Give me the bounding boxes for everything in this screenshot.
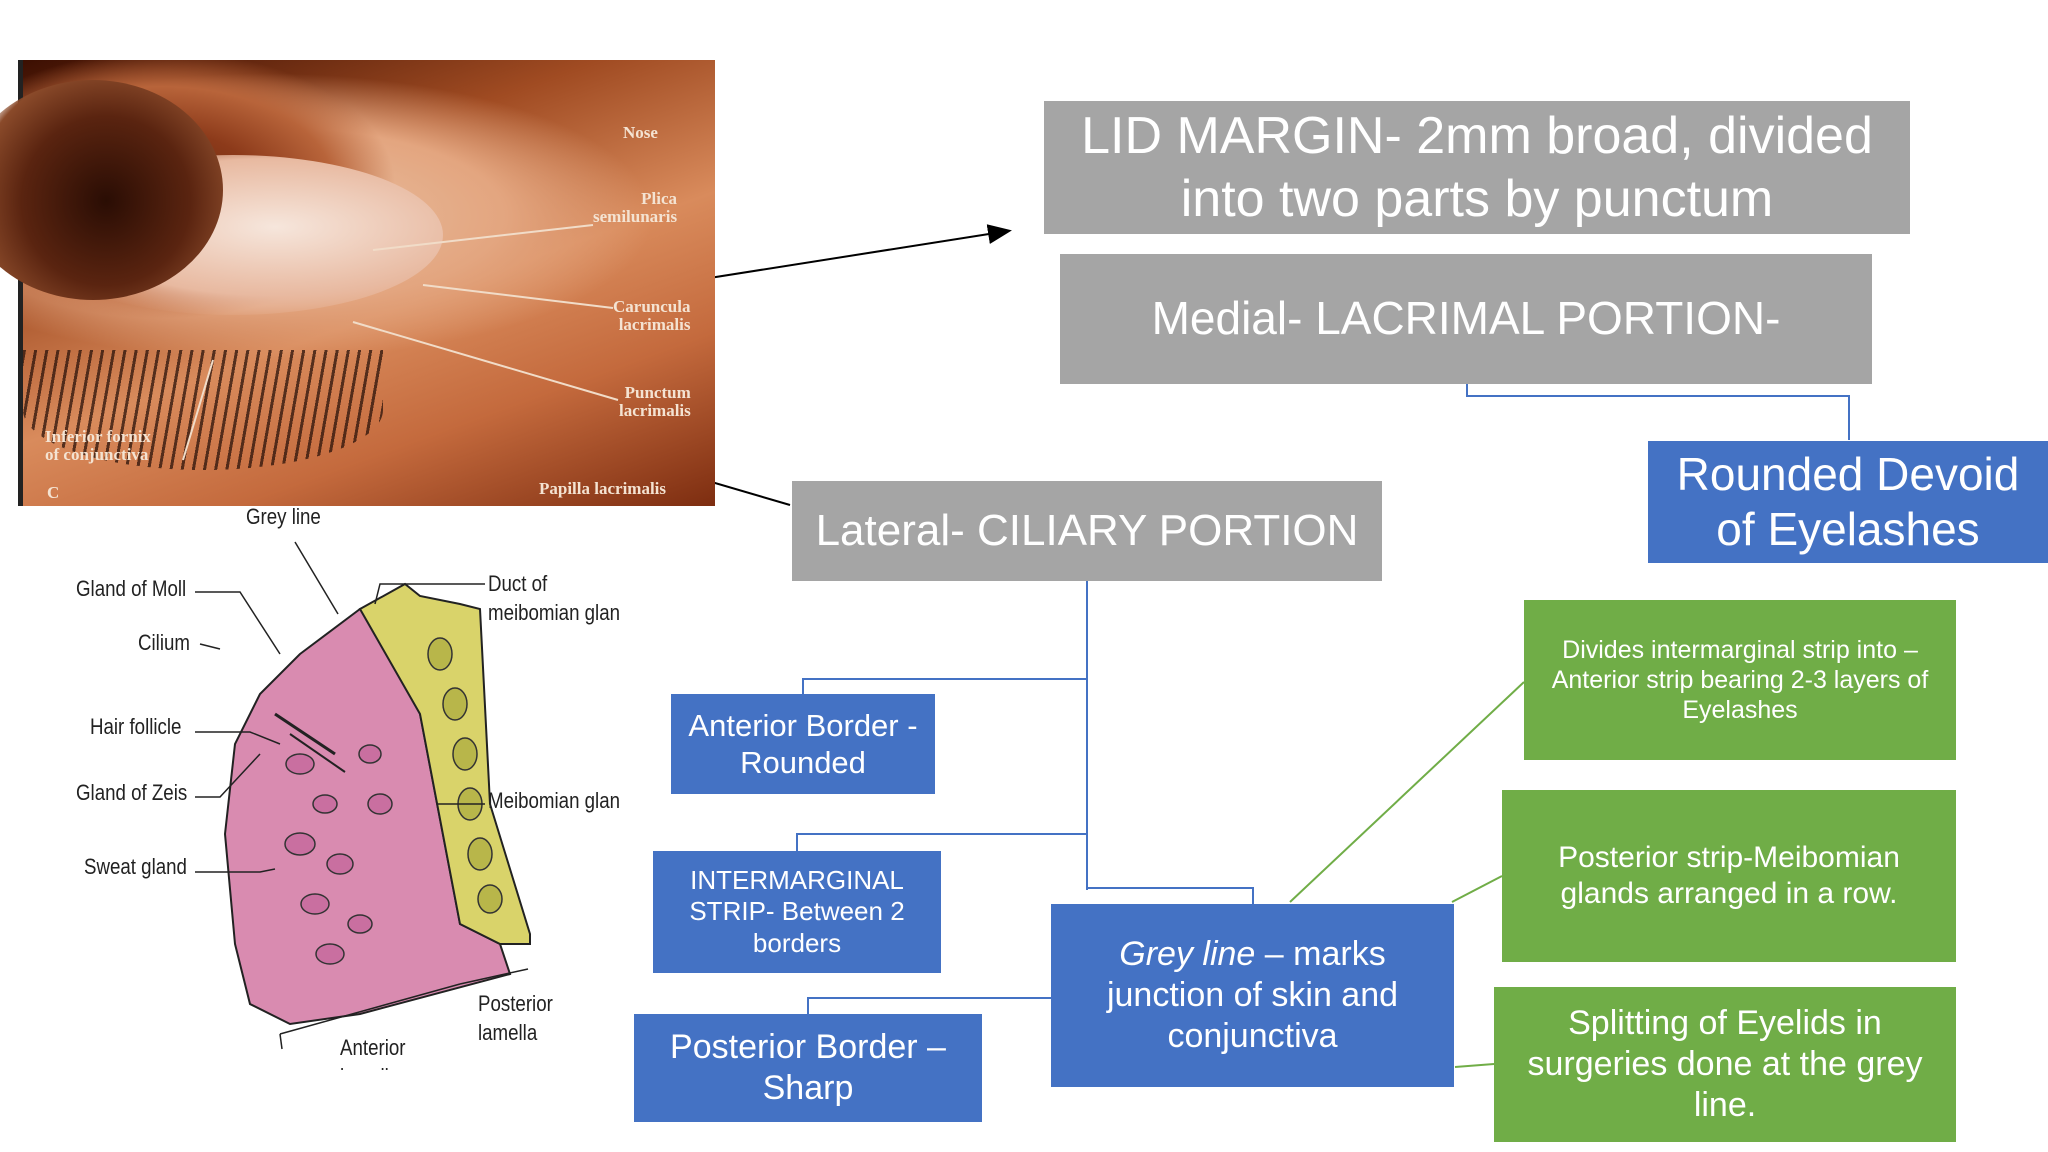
posterior-strip-text: Posterior strip-Meibomian glands arrange…	[1558, 841, 1900, 910]
grey-line-rest: – marks junction of skin and conjunctiva	[1106, 935, 1399, 1055]
rounded-devoid-text: Rounded Devoid of Eyelashes	[1676, 447, 2020, 555]
branch-grey-line	[1087, 887, 1254, 904]
grey-line-box: Grey line – marks junction of skin and c…	[1051, 904, 1454, 1087]
grey-line-text: Grey line – marks junction of skin and c…	[1069, 934, 1436, 1056]
rounded-devoid-box: Rounded Devoid of Eyelashes	[1648, 441, 2048, 563]
photo-label-plica: Plica semilunaris	[593, 189, 678, 226]
photo-leader-lines	[182, 224, 619, 461]
photo-label-punctum: Punctum lacrimalis	[619, 383, 691, 420]
lid-margin-title-box: LID MARGIN- 2mm broad, divided into two …	[1044, 101, 1910, 234]
green-link-1	[1289, 681, 1525, 903]
posterior-border-box: Posterior Border – Sharp	[634, 1014, 982, 1122]
eyelashes	[23, 350, 383, 470]
green-link-3	[1454, 1063, 1495, 1068]
diagram-label-gland-moll: Gland of Moll	[76, 576, 187, 601]
photo-label-caruncula: Caruncula lacrimalis	[613, 297, 691, 334]
green-link-2	[1451, 875, 1503, 903]
diagram-label-cilium: Cilium	[138, 630, 190, 655]
branch-posterior	[807, 997, 1051, 1014]
diagram-label-gland-zeis: Gland of Zeis	[76, 780, 188, 805]
diagram-label-anterior-lamella: Anterior lamell	[340, 1035, 406, 1070]
photo-label-papilla: Papilla lacrimalis	[539, 479, 667, 498]
diagram-label-grey-line: Grey line	[246, 504, 321, 529]
branch-anterior	[802, 678, 1087, 694]
posterior-border-text: Posterior Border – Sharp	[670, 1028, 946, 1107]
lid-margin-title-text: LID MARGIN- 2mm broad, divided into two …	[1081, 107, 1873, 228]
grey-line-italic: Grey line	[1119, 935, 1256, 974]
anterior-border-text: Anterior Border - Rounded	[688, 707, 918, 780]
divides-strip-box: Divides intermarginal strip into – Anter…	[1524, 600, 1956, 760]
posterior-strip-box: Posterior strip-Meibomian glands arrange…	[1502, 790, 1956, 962]
photo-label-c: C	[47, 483, 60, 502]
splitting-text: Splitting of Eyelids in surgeries done a…	[1527, 1004, 1923, 1124]
intermarginal-strip-box: INTERMARGINAL STRIP- Between 2 borders	[653, 851, 941, 973]
eye-iris	[0, 80, 223, 300]
lid-diagram-drawing	[195, 541, 531, 1050]
connector-medial-rounded	[1466, 383, 1850, 440]
medial-portion-text: Medial- LACRIMAL PORTION-	[1151, 292, 1781, 345]
diagram-label-posterior-lamella: Posterior lamella	[478, 991, 553, 1045]
lateral-portion-text: Lateral- CILIARY PORTION	[815, 505, 1359, 555]
anterior-border-box: Anterior Border - Rounded	[671, 694, 935, 794]
medial-portion-box: Medial- LACRIMAL PORTION-	[1060, 254, 1872, 384]
diagram-label-meibomian: Meibomian glan	[488, 788, 621, 813]
diagram-label-hair-follicle: Hair follicle	[90, 714, 182, 739]
diagram-label-duct-meibomian: Duct of meibomian glan	[488, 571, 621, 625]
diagram-label-sweat-gland: Sweat gland	[84, 854, 187, 879]
lateral-portion-box: Lateral- CILIARY PORTION	[792, 481, 1382, 581]
splitting-box: Splitting of Eyelids in surgeries done a…	[1494, 987, 1956, 1142]
branch-intermarginal	[796, 833, 1087, 851]
intermarginal-strip-text: INTERMARGINAL STRIP- Between 2 borders	[689, 865, 905, 958]
eye-photo: Nose Plica semilunaris Caruncula lacrima…	[0, 60, 715, 506]
photo-label-fornix: Inferior fornix of conjunctiva	[45, 427, 151, 464]
lid-diagram: Grey line Gland of Moll Cilium Hair foll…	[60, 504, 640, 1072]
divides-strip-text: Divides intermarginal strip into – Anter…	[1551, 636, 1929, 724]
photo-label-nose: Nose	[623, 123, 658, 142]
